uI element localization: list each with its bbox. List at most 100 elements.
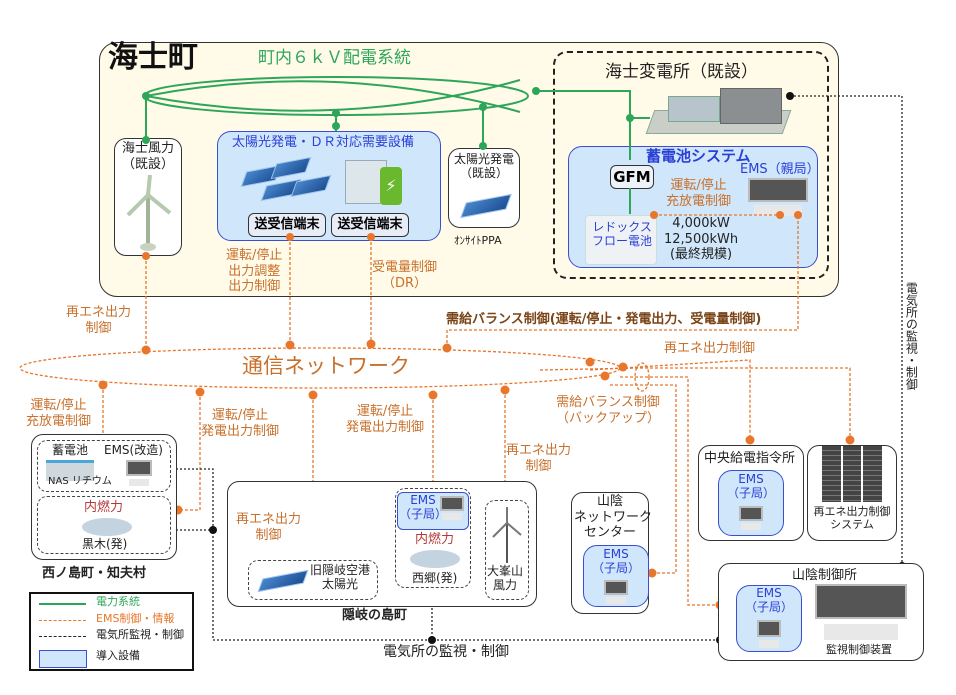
balance-backup-line1: 需給バランス制御 <box>556 395 660 410</box>
legend-power-label: 電力系統 <box>96 595 140 608</box>
solar-dr-title: 太陽光発電・ＤＲ対応需要設備 <box>232 135 415 150</box>
central-dispatch-title: 中央給電指令所 <box>704 451 796 466</box>
renew-ctrl-mid-line2: 制御 <box>525 458 552 474</box>
battery-system-title: 蓄電池システム <box>646 147 751 165</box>
renew-ctrl-mid: 再エネ出力 制御 <box>506 443 571 474</box>
saigo-plant-label: 西郷(発) <box>412 571 458 585</box>
nishinoshima-combustion-area <box>37 496 171 554</box>
legend: 電力系統 EMS制御・情報 電気所監視・制御 導入設備 <box>29 592 194 671</box>
existing-solar-line1: 太陽光発電 <box>453 152 514 166</box>
gfm-button[interactable]: GFM <box>610 165 654 189</box>
network-label: 通信ネットワーク <box>242 354 410 378</box>
battery-control-text: 運転/停止 充放電制御 <box>666 178 731 209</box>
substation-area <box>553 51 829 279</box>
battery-unit-icon <box>46 460 94 481</box>
old-airport-line1: 旧隠岐空港 <box>310 563 371 577</box>
balance-backup: 需給バランス制御 （バックアップ） <box>556 395 660 426</box>
gen-ctrl-b-line2: 発電出力制御 <box>346 419 425 435</box>
sanin-control-ems-label: EMS （子局） <box>743 586 795 615</box>
legend-installed-label: 導入設備 <box>96 649 140 662</box>
solar-control-line1: 運転/停止 <box>226 248 283 263</box>
ama-wind-line1: 海士風力 <box>121 141 174 156</box>
dr-control-text: 受電量制御 （DR） <box>372 260 437 291</box>
sanin-control-ems-line2: （子局） <box>744 600 793 615</box>
amacho-title: 海士町 <box>108 40 198 75</box>
capacity-kwh: 12,500kWh <box>664 231 739 247</box>
gen-ctrl-b-line1: 運転/停止 <box>356 404 414 419</box>
power-plant-icon <box>410 550 460 568</box>
nishinoshima-combustion-label: 内燃力 <box>84 500 124 515</box>
central-dispatch-ems-label: EMS （子局） <box>725 472 777 501</box>
ems-parent-label: EMS（親局） <box>740 162 820 177</box>
redox-label: レドックス フロー電池 <box>592 220 652 249</box>
server-rack-icon <box>822 446 883 502</box>
old-airport-solar-box <box>248 560 378 600</box>
sanin-network-ems-box <box>583 545 649 607</box>
omine-wind-line1: 大峯山 <box>487 564 524 578</box>
ems-monitor-icon <box>757 620 781 648</box>
legend-power-line <box>39 603 86 605</box>
renew-ctrl-right-label: 再エネ出力制御 <box>664 341 756 356</box>
redox-flow-battery-icon <box>585 215 657 265</box>
nishinoshima-plant-label: 黒木(発) <box>82 537 128 551</box>
renew-ctrl-left-line1: 再エネ出力 <box>66 305 132 320</box>
battery-control-line2: 充放電制御 <box>666 193 732 209</box>
gen-ctrl-a: 運転/停止 発電出力制御 <box>201 408 279 439</box>
nishinoshima-box <box>31 434 177 560</box>
existing-solar-line2: （既設） <box>459 166 508 181</box>
capacity-note: (最終規模) <box>669 247 733 263</box>
nishinoshima-town-label: 西ノ島町・知夫村 <box>42 566 147 581</box>
nishinoshima-ctrl-line2: 充放電制御 <box>26 413 92 429</box>
battery-icon: ⚡ <box>380 167 402 205</box>
ama-wind-label: 海士風力 （既設） <box>120 141 176 172</box>
balance-backup-line2: （バックアップ） <box>556 410 661 426</box>
monitor-bottom-label: 電気所の監視・制御 <box>383 644 509 660</box>
ppa-label: ｵﾝｻｲﾄPPA <box>454 234 502 247</box>
substation-label: 海士変電所（既設） <box>605 62 758 82</box>
dr-control-line1: 受電量制御 <box>372 260 438 275</box>
ems-parent-monitor-icon <box>748 178 808 216</box>
renew-ctrl-mid-line1: 再エネ出力 <box>506 443 572 458</box>
sanin-network-line3: センター <box>583 525 636 541</box>
nishinoshima-ems-label: EMS(改造) <box>104 443 163 457</box>
nishinoshima-battery-label: 蓄電池 <box>52 443 89 457</box>
wind-turbine-icon <box>126 175 172 251</box>
renew-ctrl-okinoshima-line2: 制御 <box>255 527 282 543</box>
omine-wind-label: 大峯山 風力 <box>487 564 523 593</box>
existing-solar-label: 太陽光発電 （既設） <box>451 152 517 181</box>
saigo-area <box>395 488 471 588</box>
old-airport-line2: 太陽光 <box>322 577 359 592</box>
monitor-vertical-label: 電気所の監視・制御 <box>904 282 919 390</box>
nishinoshima-battery-area <box>37 440 171 492</box>
sanin-network-center-label: 山陰 ネットワーク センター <box>574 494 652 541</box>
ama-wind-line2: （既設） <box>121 156 174 172</box>
central-dispatch-ems-line1: EMS <box>738 472 764 486</box>
renew-control-system-line2: システム <box>830 518 874 532</box>
sanin-control-title: 山陰制御所 <box>792 568 858 583</box>
wind-turbine-icon <box>492 507 522 563</box>
sanin-network-ems-label: EMS （子局） <box>590 547 642 576</box>
sanin-network-ems-line2: （子局） <box>591 561 640 576</box>
legend-ems-label: EMS制御・情報 <box>96 612 175 625</box>
okinoshima-town-label: 隠岐の島町 <box>342 608 408 623</box>
control-device-label: 監視制御装置 <box>826 643 892 656</box>
nishinoshima-ctrl: 運転/停止 充放電制御 <box>26 398 91 429</box>
gen-ctrl-b: 運転/停止 発電出力制御 <box>346 404 424 435</box>
renew-ctrl-left: 再エネ出力 制御 <box>66 305 131 336</box>
power-grid-lines <box>143 76 650 214</box>
sanin-control-ems-line1: EMS <box>756 586 782 600</box>
solar-control-line3: 出力制御 <box>228 279 281 295</box>
solar-control-text: 運転/停止 出力調整 出力制御 <box>226 248 282 295</box>
legend-ems-line <box>39 620 86 621</box>
control-display-icon <box>815 584 907 640</box>
balance-control-label: 需給バランス制御(運転/停止・発電出力、受電量制御) <box>446 312 762 327</box>
sanin-network-line1: 山陰 <box>596 494 623 509</box>
solar-control-line2: 出力調整 <box>228 263 281 279</box>
grid-label: 町内６ｋＶ配電系統 <box>258 48 411 68</box>
sanin-network-ems-line1: EMS <box>603 547 629 561</box>
redox-line1: レドックス <box>592 220 652 234</box>
battery-capacity: 4,000kW 12,500kWh (最終規模) <box>664 216 738 263</box>
renew-control-system-label: 再エネ出力制御 システム <box>809 505 895 531</box>
terminal-button-2[interactable]: 送受信端末 <box>331 213 409 237</box>
saigo-ems-label: EMS （子局） <box>399 493 447 522</box>
